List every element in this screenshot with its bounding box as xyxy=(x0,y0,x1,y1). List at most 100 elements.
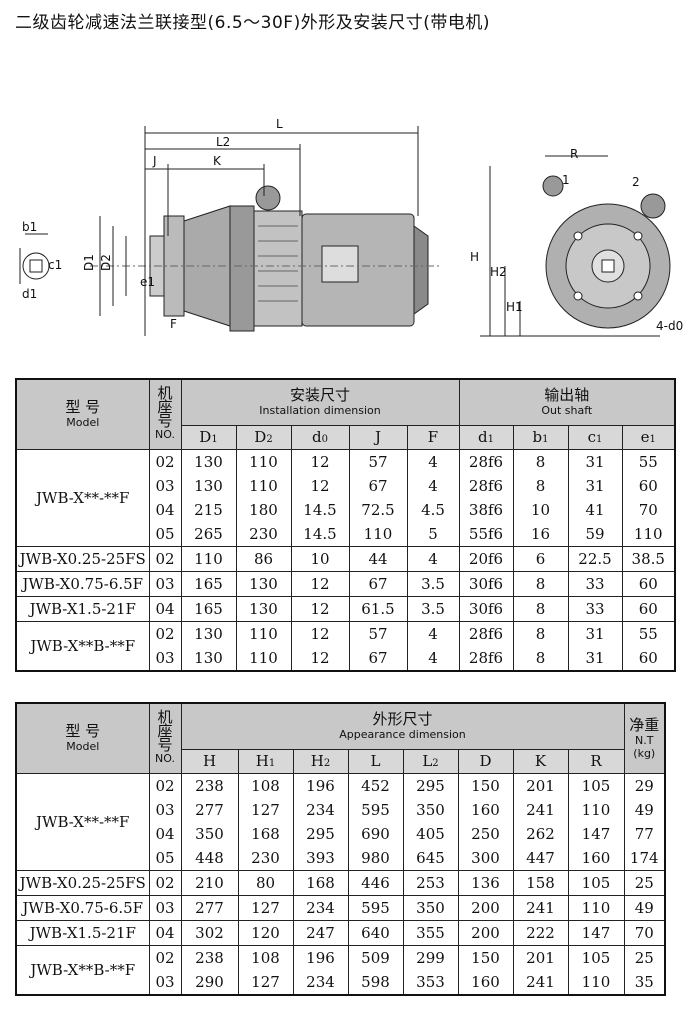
value-cell: 350 xyxy=(402,894,459,921)
cell-value: 110 xyxy=(194,549,223,568)
cell-value: 12 xyxy=(310,648,330,667)
cell-value: 241 xyxy=(526,800,555,819)
cell-value: 136 xyxy=(471,873,500,892)
value-cell: 03 xyxy=(148,570,182,597)
cell-value: 28f6 xyxy=(468,624,504,643)
cell-value: 67 xyxy=(368,648,388,667)
cell-value: 446 xyxy=(361,873,390,892)
cell-value: 10 xyxy=(530,500,551,519)
value-cell: 165 xyxy=(180,595,237,622)
model-cell: JWB-X1.5-21F xyxy=(15,919,150,946)
label-4-d0: 4-d0 xyxy=(656,319,683,333)
value-cell: 355 xyxy=(402,919,459,946)
cell-value: 165 xyxy=(194,574,223,593)
cell-value: 49 xyxy=(634,898,654,917)
column-header: L2 xyxy=(402,748,459,774)
cell-value: 200 xyxy=(471,898,500,917)
cell-value: 44 xyxy=(368,549,388,568)
page-title: 二级齿轮减速法兰联接型(6.5～30F)外形及安装尺寸(带电机) xyxy=(15,13,490,33)
cell-value: 33 xyxy=(585,574,605,593)
cell-value: 265 xyxy=(194,524,223,543)
cell-value: 31 xyxy=(585,452,605,471)
cell-value: 127 xyxy=(251,972,280,991)
column-header: J xyxy=(348,424,408,450)
cell-value: 238 xyxy=(195,948,224,967)
value-cell: 60 xyxy=(621,570,676,597)
cell-value: 77 xyxy=(634,824,654,843)
cell-value: 10 xyxy=(310,549,330,568)
value-cell: 86 xyxy=(235,545,292,572)
value-cell: 30f6 xyxy=(458,595,514,622)
cell-value: 598 xyxy=(361,972,390,991)
cell-value: 38.5 xyxy=(631,549,665,568)
cell-value: 215 xyxy=(194,500,223,519)
cell-value: 35 xyxy=(634,972,654,991)
cell-value: 6 xyxy=(535,549,546,568)
value-cell: 60 xyxy=(621,595,676,622)
cell-value: 448 xyxy=(195,848,224,867)
cell-value: 67 xyxy=(368,476,388,495)
value-cell: 33 xyxy=(567,595,623,622)
cell-value: 130 xyxy=(194,476,223,495)
cell-value: 5 xyxy=(428,524,438,543)
cell-value: 12 xyxy=(310,476,330,495)
cell-value: 509 xyxy=(361,948,390,967)
value-cell: 234 xyxy=(292,894,349,921)
cell-value: 4 xyxy=(428,476,438,495)
cell-value: 165 xyxy=(194,599,223,618)
cell-value: 03 xyxy=(155,648,175,667)
cell-value: 41 xyxy=(585,500,605,519)
cell-value: 147 xyxy=(581,923,611,942)
cell-value: 130 xyxy=(249,574,278,593)
cell-value: 234 xyxy=(306,972,335,991)
cell-value: 200 xyxy=(471,923,500,942)
cell-value: 174 xyxy=(629,848,659,867)
column-header: d1 xyxy=(458,424,514,450)
cell-value: 105 xyxy=(581,776,611,795)
cell-value: 690 xyxy=(361,824,390,843)
value-cell: 110 xyxy=(567,894,625,921)
value-cell: 3.5 xyxy=(406,595,460,622)
cell-value: 158 xyxy=(526,873,555,892)
cell-value: 595 xyxy=(361,800,390,819)
model-cell: JWB-X0.75-6.5F xyxy=(15,894,150,921)
value-cell: 136 xyxy=(457,869,514,896)
value-cell: 6 xyxy=(512,545,569,572)
cell-value: 03 xyxy=(155,800,175,819)
cell-value: 55f6 xyxy=(468,524,504,543)
cell-value: 168 xyxy=(251,824,280,843)
cell-value: 03 xyxy=(155,972,175,991)
cell-value: 108 xyxy=(251,948,280,967)
cell-value: 130 xyxy=(194,452,223,471)
cell-value: 4 xyxy=(428,452,438,471)
cell-value: 120 xyxy=(251,923,280,942)
model-cell: JWB-X0.25-25FS xyxy=(15,869,150,896)
cell-value: 150 xyxy=(471,948,500,967)
cell-value: 452 xyxy=(361,776,390,795)
cell-value: 03 xyxy=(155,476,175,495)
cell-value: 196 xyxy=(306,948,335,967)
cell-value: 04 xyxy=(155,500,175,519)
model-cell: JWB-X0.75-6.5F xyxy=(15,570,150,597)
value-cell: 165 xyxy=(180,570,237,597)
cell-value: 110 xyxy=(363,524,393,543)
value-cell: 158 xyxy=(512,869,569,896)
value-cell: 4 xyxy=(406,545,460,572)
value-cell: 03 xyxy=(148,894,182,921)
model-cell: JWB-X**-**F xyxy=(15,772,150,871)
